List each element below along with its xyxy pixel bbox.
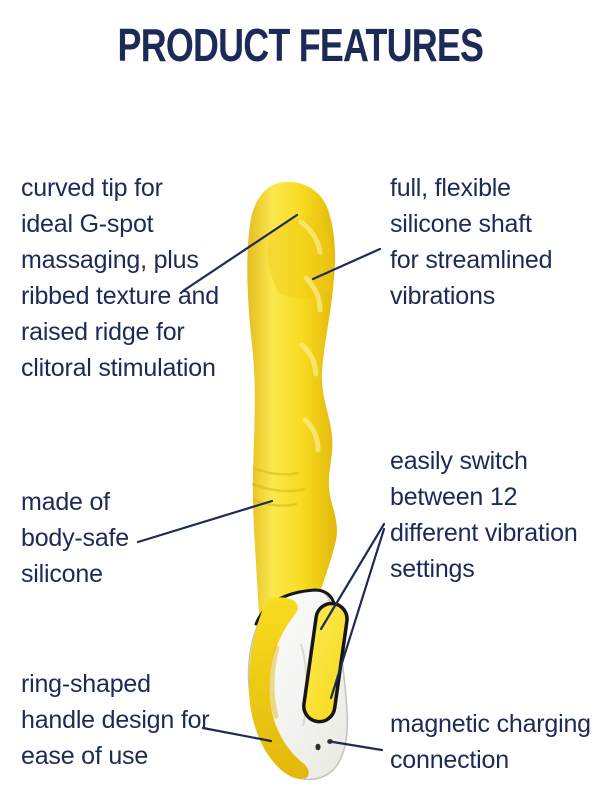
page-title: PRODUCT FEATURES (0, 18, 600, 72)
callout-line-curved-tip (181, 213, 299, 293)
callout-ring-handle: ring-shaped handle design for ease of us… (21, 670, 210, 770)
callout-body-safe-silicone: made of body-safe silicone (21, 488, 129, 588)
callout-line-ring-handle (201, 726, 273, 743)
ribbed-texture (298, 219, 323, 453)
callout-line-body-safe (136, 499, 274, 544)
callout-vibration-settings: easily switch between 12 different vibra… (390, 447, 578, 583)
callout-magnetic-charging: magnetic charging connection (390, 710, 591, 774)
callout-line-settings-upper (319, 522, 386, 631)
callout-lines (136, 213, 386, 752)
callout-flexible-shaft: full, flexible silicone shaft for stream… (390, 174, 553, 310)
callout-line-charging (331, 740, 384, 752)
callout-line-flexible-shaft (311, 247, 382, 281)
charging-contacts (315, 739, 333, 751)
silicone-creases (251, 466, 306, 507)
page-title-text: PRODUCT FEATURES (117, 19, 483, 71)
callout-line-settings-lower (329, 527, 386, 700)
callout-curved-tip: curved tip for ideal G-spot massaging, p… (21, 174, 219, 382)
device-ring-handle (248, 597, 309, 779)
